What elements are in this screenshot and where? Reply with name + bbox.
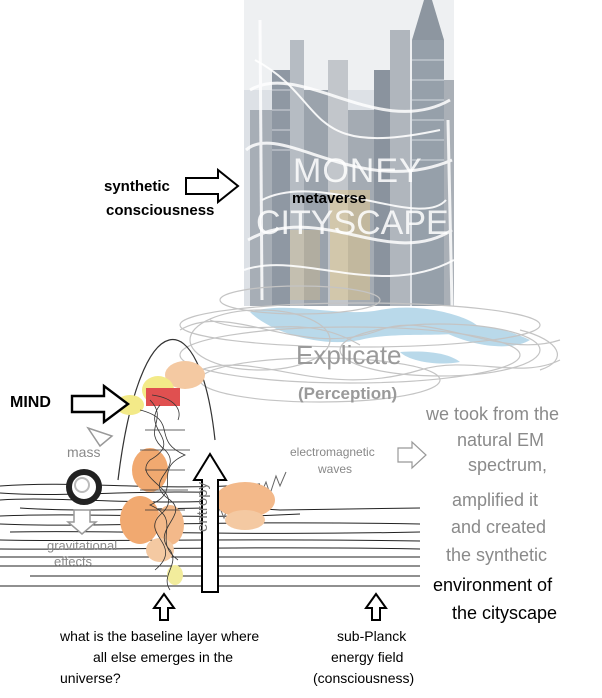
- explicate-scribble-cloud: [179, 285, 561, 403]
- water-shapes: [250, 307, 530, 364]
- em-note-line3: spectrum,: [468, 455, 548, 475]
- baseline-question-line1: what is the baseline layer where: [60, 628, 260, 644]
- synthetic-label: synthetic: [104, 178, 170, 195]
- gravity-down-arrow: [65, 509, 99, 535]
- cityscape-label: CITYSCAPE: [256, 204, 449, 242]
- entropy-up-arrow: [192, 452, 228, 593]
- em-note-line1: we took from the: [426, 404, 560, 424]
- waves-label: waves: [318, 462, 353, 476]
- planck-line2: energy field: [331, 649, 404, 665]
- em-note-line6: the synthetic: [446, 545, 548, 565]
- entropy-label: entropy: [194, 481, 211, 532]
- explicate-label: Explicate: [296, 340, 402, 370]
- planck-line3: (consciousness): [313, 670, 415, 686]
- mind-arc: [117, 339, 216, 481]
- mind-arrow: [70, 383, 130, 425]
- em-right-arrow: [397, 440, 427, 470]
- electromagnetic-label: electromagnetic: [290, 445, 375, 459]
- em-note-line7: environment of: [433, 575, 553, 595]
- consciousness-label: consciousness: [106, 202, 215, 219]
- mass-circle: [66, 469, 102, 505]
- em-note-line4: amplified it: [452, 490, 539, 510]
- baseline-question-line2: all else emerges in the: [93, 649, 234, 665]
- mass-label: mass: [67, 444, 101, 460]
- effects-label: effects: [54, 554, 93, 569]
- em-note-line5: and created: [451, 517, 547, 537]
- mind-label: MIND: [10, 394, 51, 411]
- baseline-question-line3: universe?: [60, 670, 121, 686]
- metaverse-label: metaverse: [292, 190, 367, 207]
- money-label: MONEY: [293, 152, 423, 190]
- gravitational-label: gravitational: [47, 538, 118, 553]
- em-note-line2: natural EM: [457, 430, 545, 450]
- em-note-line8: the cityscape: [452, 603, 558, 623]
- mass-down-arrow: [86, 426, 114, 448]
- cityscape-image: [243, 0, 482, 307]
- planck-up-arrow: [364, 592, 388, 621]
- planck-line1: sub-Planck: [337, 628, 407, 644]
- perception-label: (Perception): [298, 384, 398, 403]
- baseline-up-arrow: [152, 592, 176, 621]
- synthetic-consciousness-arrow: [185, 167, 240, 205]
